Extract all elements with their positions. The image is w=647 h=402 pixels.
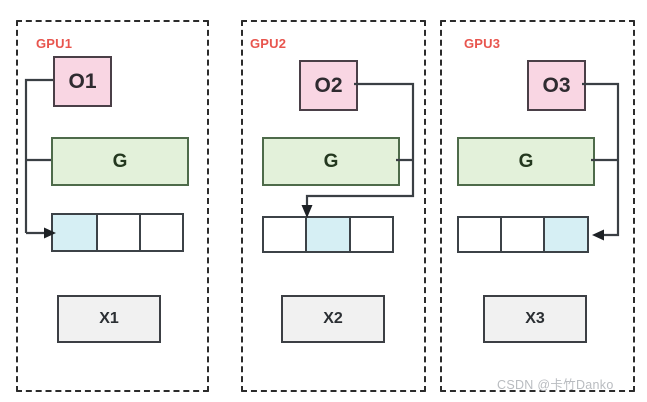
gpu-panel-label-gpu3: GPU3 [464,36,501,51]
output-box-o1: O1 [53,56,112,107]
input-box-x2: X2 [281,295,385,343]
cell-row-gpu1-cell-0 [51,213,98,252]
cell-row-gpu2-cell-2 [349,216,394,253]
cell-row-gpu3-cell-1 [500,216,545,253]
gpu-panel-label-gpu1: GPU1 [36,36,73,51]
gpu-panel-gpu2 [241,20,426,392]
input-box-x3: X3 [483,295,587,343]
cell-row-gpu2 [262,216,394,253]
gradient-box-gpu2: G [262,137,400,186]
cell-row-gpu2-cell-0 [262,216,307,253]
gpu-panel-gpu1 [16,20,209,392]
cell-row-gpu3-cell-0 [457,216,502,253]
gradient-box-gpu3: G [457,137,595,186]
cell-row-gpu3-cell-2 [543,216,589,253]
output-box-o2: O2 [299,60,358,111]
cell-row-gpu3 [457,216,589,253]
cell-row-gpu2-cell-1 [305,216,351,253]
gpu-panel-label-gpu2: GPU2 [250,36,287,51]
cell-row-gpu1-cell-1 [96,213,141,252]
gradient-box-gpu1: G [51,137,189,186]
watermark: CSDN @卡竹Danko [497,378,614,392]
output-box-o3: O3 [527,60,586,111]
cell-row-gpu1-cell-2 [139,213,184,252]
input-box-x1: X1 [57,295,161,343]
cell-row-gpu1 [51,213,184,252]
gpu-panel-gpu3 [440,20,635,392]
